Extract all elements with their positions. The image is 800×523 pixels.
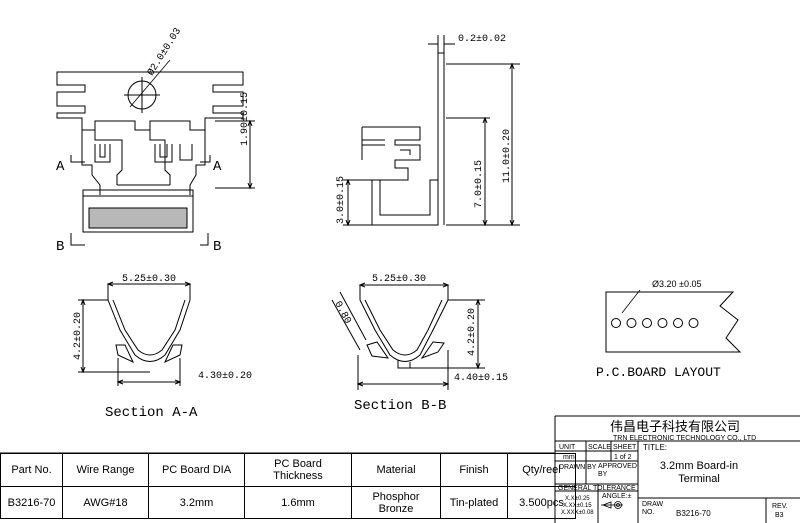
side-view-terminal <box>361 52 445 226</box>
unit-label: UNIT <box>559 444 576 451</box>
pcb-layout-label: P.C.BOARD LAYOUT <box>596 365 721 380</box>
sheet-label: SHEET <box>613 444 637 451</box>
section-mark-b-right: B <box>213 239 221 255</box>
value-material: Phosphor Bronze <box>351 486 441 519</box>
company-name-en: TRN ELECTRONIC TECHNOLOGY CO., LTD <box>613 435 756 442</box>
general-tolerance-label: GENERAL TOLERANCE <box>558 485 636 492</box>
dim-7-0: 7.0±0.15 <box>474 160 485 208</box>
rev-label: REV. <box>772 503 788 510</box>
header-material: Material <box>351 453 441 487</box>
pcb-hole-dia: Ø3.20 ±0.05 <box>652 279 701 289</box>
scale-label: SCALE <box>588 444 611 451</box>
value-qty: 3.500pcs <box>507 486 576 519</box>
tolerance-2: X.XX±0.15 <box>563 503 592 509</box>
draw-no-value: B3216-70 <box>676 509 711 518</box>
header-pcb-thickness: PC Board Thickness <box>244 453 352 487</box>
section-a-profile <box>107 299 191 364</box>
projection-symbol-icon <box>601 501 623 509</box>
section-mark-a-left: A <box>56 159 65 175</box>
pcb-hole <box>688 318 699 328</box>
header-qty: Qty/reel <box>507 453 576 487</box>
pcb-hole <box>673 318 683 328</box>
title-label: TITLE: <box>643 443 667 452</box>
pcb-holes <box>611 318 699 328</box>
section-mark-a-right: A <box>213 159 222 175</box>
section-cut-lines <box>70 155 211 246</box>
dim-11-0: 11.0±0.20 <box>502 129 513 183</box>
sec-a-bottom-dim: 4.30±0.20 <box>198 371 252 382</box>
draw-no-label: DRAW NO. <box>642 501 664 516</box>
header-part-no: Part No. <box>0 453 63 487</box>
company-name-cn: 伟昌电子科技有限公司 <box>610 420 740 435</box>
section-b-profile <box>359 299 449 369</box>
approved-by-label: APPROVED BY <box>598 463 637 478</box>
sheet-value: 1 of 2 <box>614 454 632 461</box>
sec-a-height-dim: 4.2±0.20 <box>73 312 84 360</box>
value-finish: Tin-plated <box>440 486 508 519</box>
pcb-outline <box>605 291 742 353</box>
tolerance-3: X.XXX±0.08 <box>561 510 594 516</box>
pcb-hole <box>611 318 621 328</box>
drawing-title: 3.2mm Board-in Terminal <box>659 460 739 485</box>
sec-b-width-dim: 5.25±0.30 <box>372 274 426 285</box>
section-mark-b-left: B <box>56 239 64 255</box>
pcb-hole <box>626 318 637 328</box>
spec-table: Part No. Wire Range PC Board DIA PC Boar… <box>0 453 576 519</box>
header-pcb-dia: PC Board DIA <box>148 453 245 487</box>
rev-value: B3 <box>775 512 784 519</box>
dim-1-90: 1.90±0.15 <box>240 92 251 146</box>
pcb-hole <box>642 318 652 328</box>
drawn-by-label: DRAWN BY <box>559 464 597 471</box>
value-pcb-dia: 3.2mm <box>148 486 245 519</box>
sec-b-bottom-dim: 4.40±0.15 <box>454 373 508 384</box>
value-pcb-thickness: 1.6mm <box>244 486 352 519</box>
angle-label: ANGLE:± <box>602 493 632 500</box>
hole-dia-dim: Ø2.0±0.03 <box>145 26 184 78</box>
value-wire-range: AWG#18 <box>62 486 149 519</box>
pcb-hole <box>657 318 668 328</box>
section-a-label: Section A-A <box>105 405 198 421</box>
thickness-dim: 0.2±0.02 <box>458 34 506 45</box>
top-view-terminal <box>56 59 244 233</box>
header-finish: Finish <box>440 453 508 487</box>
tolerance-1: X.X±0.25 <box>565 496 590 502</box>
section-b-label: Section B-B <box>354 398 446 414</box>
header-wire-range: Wire Range <box>62 453 149 487</box>
sec-b-angle-dim: 0.80 <box>331 300 352 326</box>
dim-3-0: 3.0±0.15 <box>336 176 347 224</box>
sec-b-height-dim: 4.2±0.20 <box>467 308 478 356</box>
sec-a-width-dim: 5.25±0.30 <box>122 274 176 285</box>
value-part-no: B3216-70 <box>0 486 63 519</box>
